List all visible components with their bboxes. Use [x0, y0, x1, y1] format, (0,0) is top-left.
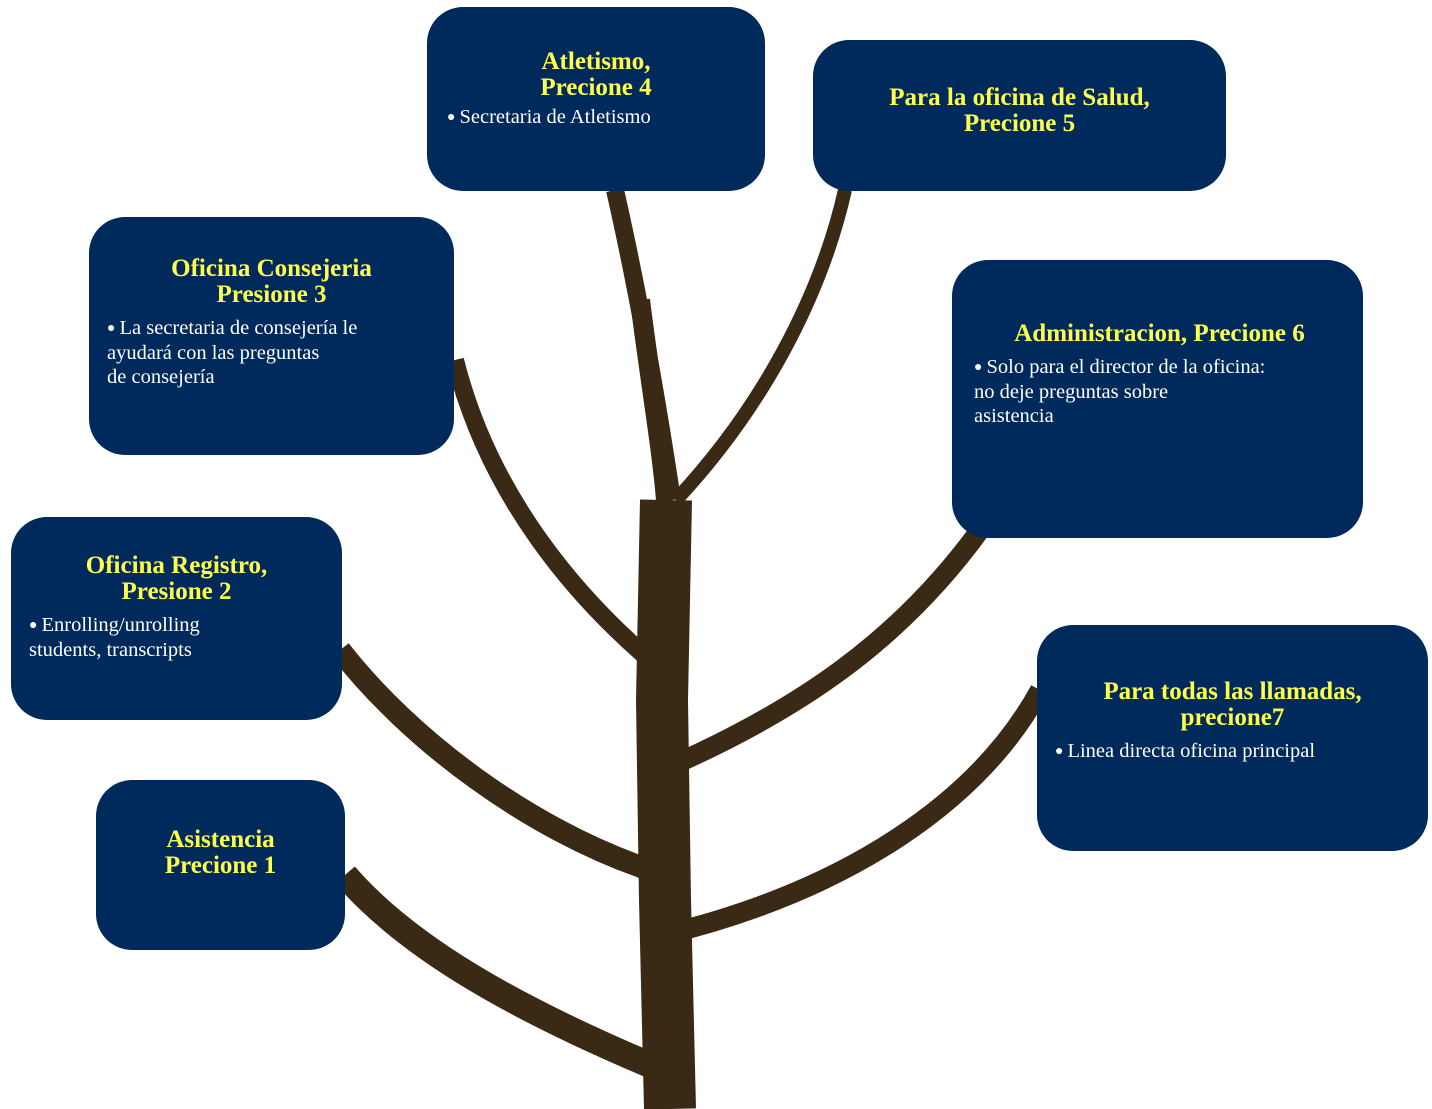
- node-administracion: Administracion, Precione 6 ●Solo para el…: [952, 260, 1363, 538]
- node-salud-title: Para la oficina de Salud, Precione 5: [889, 83, 1150, 137]
- branch-asistencia: [335, 866, 656, 1077]
- bullet-dot-icon: ●: [1055, 743, 1064, 759]
- node-registro: Oficina Registro, Presione 2 ●Enrolling/…: [11, 517, 342, 720]
- bullet-dot-icon: ●: [974, 359, 983, 375]
- node-consejeria-bullet: ●La secretaria de consejería le ayudará …: [107, 316, 358, 388]
- branch-atletismo: [606, 188, 681, 502]
- node-administracion-bullet: ●Solo para el director de la oficina: no…: [974, 355, 1266, 427]
- node-llamadas-bullet: ●Linea directa oficina principal: [1055, 739, 1316, 762]
- node-atletismo: Atletismo, Precione 4 ●Secretaria de Atl…: [427, 7, 765, 191]
- trunk: [635, 499, 696, 1109]
- branch-administracion: [658, 524, 989, 780]
- node-administracion-title: Administracion, Precione 6: [1014, 319, 1305, 347]
- node-registro-bullet: ●Enrolling/unrolling students, transcrip…: [29, 614, 200, 661]
- bullet-dot-icon: ●: [447, 109, 456, 125]
- branch-salud: [670, 188, 852, 505]
- node-registro-title: Oficina Registro, Presione 2: [85, 552, 268, 605]
- bullet-dot-icon: ●: [29, 618, 38, 633]
- node-atletismo-title: Atletismo, Precione 4: [540, 47, 652, 101]
- node-asistencia-title: Asistencia Precione 1: [164, 826, 277, 879]
- node-atletismo-bullet: ●Secretaria de Atletismo: [447, 105, 651, 128]
- node-consejeria-title: Oficina Consejeria Presione 3: [171, 254, 372, 308]
- branch-consejeria: [446, 357, 656, 667]
- bullet-dot-icon: ●: [107, 320, 116, 336]
- node-llamadas: Para todas las llamadas, precione7 ●Line…: [1037, 625, 1428, 851]
- node-asistencia: Asistencia Precione 1: [96, 780, 345, 950]
- node-salud: Para la oficina de Salud, Precione 5: [813, 40, 1226, 191]
- branch-registro: [331, 643, 654, 881]
- node-llamadas-title: Para todas las llamadas, precione7: [1103, 677, 1362, 731]
- node-consejeria: Oficina Consejeria Presione 3 ●La secret…: [89, 217, 454, 455]
- branch-llamadas: [661, 685, 1049, 945]
